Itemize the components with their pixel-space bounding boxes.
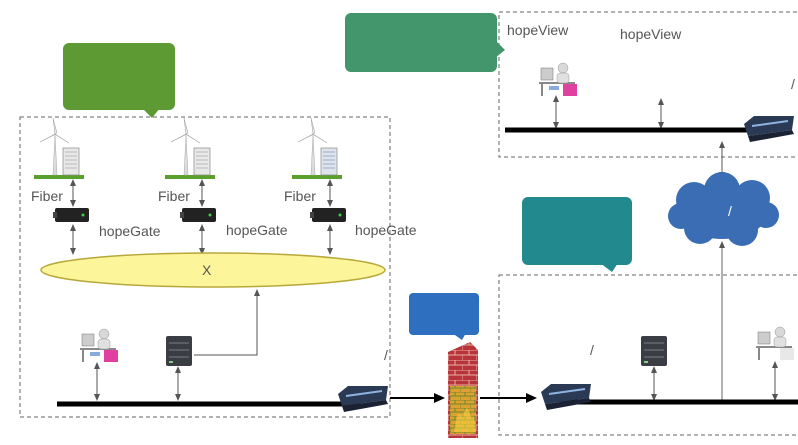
operator-workstation-icon [756, 326, 794, 360]
slash-label: / [791, 76, 795, 92]
gateway-label: hopeGate [99, 223, 161, 239]
callout-blue [409, 293, 479, 340]
slash-label: / [384, 347, 388, 363]
operator-workstation-icon [80, 328, 118, 362]
router-icon [338, 386, 388, 412]
fiber-label: Fiber [31, 188, 63, 204]
router-icon [744, 116, 794, 142]
callout-green [63, 43, 175, 118]
router-icon [541, 384, 591, 410]
server-icon [166, 336, 192, 366]
firewall-icon [448, 342, 478, 438]
fiber-label: Fiber [158, 188, 190, 204]
viewer-label: hopeView [620, 26, 682, 42]
slash-label: / [728, 203, 732, 219]
wind-farm-zone [19, 116, 391, 418]
wind-turbine-icon [34, 117, 84, 179]
wind-turbine-icon [292, 117, 342, 179]
control-center-zone [498, 274, 798, 436]
field-bus-ellipse [40, 252, 386, 288]
cloud-icon [668, 172, 779, 246]
gateway-label: hopeGate [226, 222, 288, 238]
gateway-device-icon [180, 208, 216, 222]
fiber-label: Fiber [284, 188, 316, 204]
server-icon [641, 336, 667, 366]
wind-turbine-icon [165, 117, 215, 179]
callout-teal-green [345, 13, 505, 72]
monitoring-zone [498, 11, 798, 158]
viewer-label: hopeView [507, 22, 569, 38]
gateway-label: hopeGate [355, 222, 417, 238]
gateway-device-icon [310, 208, 346, 222]
operator-workstation-icon [539, 62, 577, 96]
slash-label: / [590, 342, 594, 358]
callout-teal [522, 197, 632, 272]
gateway-device-icon [53, 208, 89, 222]
bus-label: X [202, 262, 212, 278]
